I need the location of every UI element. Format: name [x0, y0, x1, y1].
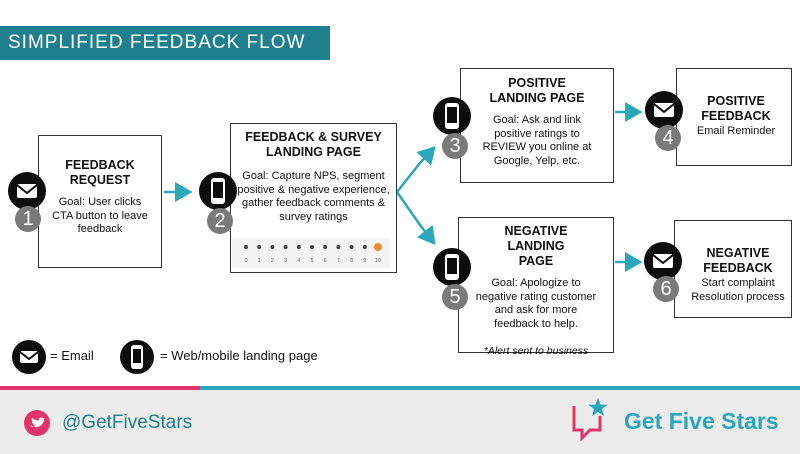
- email-icon: [8, 172, 46, 210]
- step-4-box: POSITIVE FEEDBACK Email Reminder: [676, 68, 792, 166]
- twitter-icon[interactable]: [24, 410, 50, 436]
- phone-icon: [433, 248, 471, 286]
- step-5-box: NEGATIVE LANDING PAGE Goal: Apologize to…: [458, 217, 614, 357]
- step-6-goal: Start complaint Resolution process: [691, 277, 785, 303]
- twitter-handle[interactable]: @GetFiveStars: [62, 412, 193, 433]
- step-6-heading: NEGATIVE FEEDBACK: [703, 246, 773, 275]
- arrow-2-3: [396, 146, 436, 193]
- scale-dot[interactable]: [283, 245, 288, 249]
- scale-label: 3: [284, 258, 287, 264]
- step-2-heading: FEEDBACK & SURVEY LANDING PAGE: [245, 130, 382, 159]
- scale-dot[interactable]: [349, 245, 354, 249]
- legend-email-label: = Email: [50, 348, 94, 363]
- email-icon: [12, 340, 46, 374]
- phone-icon: [433, 97, 471, 135]
- scale-dot[interactable]: [336, 245, 341, 249]
- brand-name: Get Five Stars: [624, 408, 779, 434]
- scale-label: 5: [310, 258, 313, 264]
- email-icon: [645, 91, 683, 129]
- nps-scale: 0 1 2 3 4 5 6 7 8 9 10: [232, 238, 390, 268]
- step-5-number: 5: [442, 284, 468, 310]
- step-1-number: 1: [15, 206, 41, 232]
- scale-label: 1: [258, 258, 261, 264]
- arrow-2-5: [395, 191, 436, 245]
- scale-dot[interactable]: [244, 245, 248, 249]
- step-6-number: 6: [653, 276, 679, 302]
- footer: [0, 390, 800, 454]
- step-1-box: FEEDBACK REQUEST Goal: User clicks CTA b…: [38, 135, 162, 268]
- scale-dot[interactable]: [296, 245, 301, 249]
- scale-label: 0: [244, 258, 247, 264]
- step-1-goal: Goal: User clicks CTA button to leave fe…: [52, 196, 148, 235]
- scale-dot[interactable]: [270, 245, 275, 249]
- page-title: SIMPLIFIED FEEDBACK FLOW: [0, 26, 330, 60]
- scale-label: 9: [363, 258, 366, 264]
- scale-label: 8: [350, 258, 353, 264]
- step-2-goal: Goal: Capture NPS, segment positive & ne…: [237, 170, 390, 223]
- email-icon: [644, 242, 682, 280]
- speech-bubble-star-icon: [570, 396, 610, 442]
- step-3-box: POSITIVE LANDING PAGE Goal: Ask and link…: [460, 68, 614, 183]
- step-4-goal: Email Reminder: [696, 125, 776, 137]
- step-6-box: NEGATIVE FEEDBACK Start complaint Resolu…: [674, 220, 792, 318]
- step-5-heading: NEGATIVE LANDING PAGE: [504, 224, 568, 268]
- scale-label: 2: [271, 258, 274, 264]
- step-3-goal: Goal: Ask and link positive ratings to R…: [482, 114, 592, 167]
- scale-label: 7: [337, 258, 340, 264]
- footer-divider-pink: [0, 386, 200, 390]
- scale-dot[interactable]: [323, 245, 328, 249]
- step-3-number: 3: [442, 133, 468, 159]
- step-4-number: 4: [655, 125, 681, 151]
- legend-web-label: = Web/mobile landing page: [160, 348, 318, 363]
- step-5-note: *Alert sent to business: [483, 345, 589, 357]
- scale-label: 10: [375, 258, 381, 264]
- phone-icon: [199, 172, 237, 210]
- scale-label: 4: [297, 258, 300, 264]
- step-3-heading: POSITIVE LANDING PAGE: [489, 76, 585, 105]
- phone-icon: [120, 340, 154, 374]
- footer-divider-teal: [0, 386, 800, 390]
- scale-dot[interactable]: [374, 243, 382, 251]
- step-5-goal: Goal: Apologize to negative rating custo…: [475, 277, 597, 330]
- step-4-heading: POSITIVE FEEDBACK: [701, 94, 771, 123]
- scale-dot[interactable]: [362, 245, 367, 249]
- step-2-number: 2: [207, 208, 233, 234]
- scale-dot[interactable]: [257, 245, 262, 249]
- step-1-heading: FEEDBACK REQUEST: [65, 158, 135, 187]
- scale-label: 6: [324, 258, 327, 264]
- scale-dot[interactable]: [310, 245, 314, 249]
